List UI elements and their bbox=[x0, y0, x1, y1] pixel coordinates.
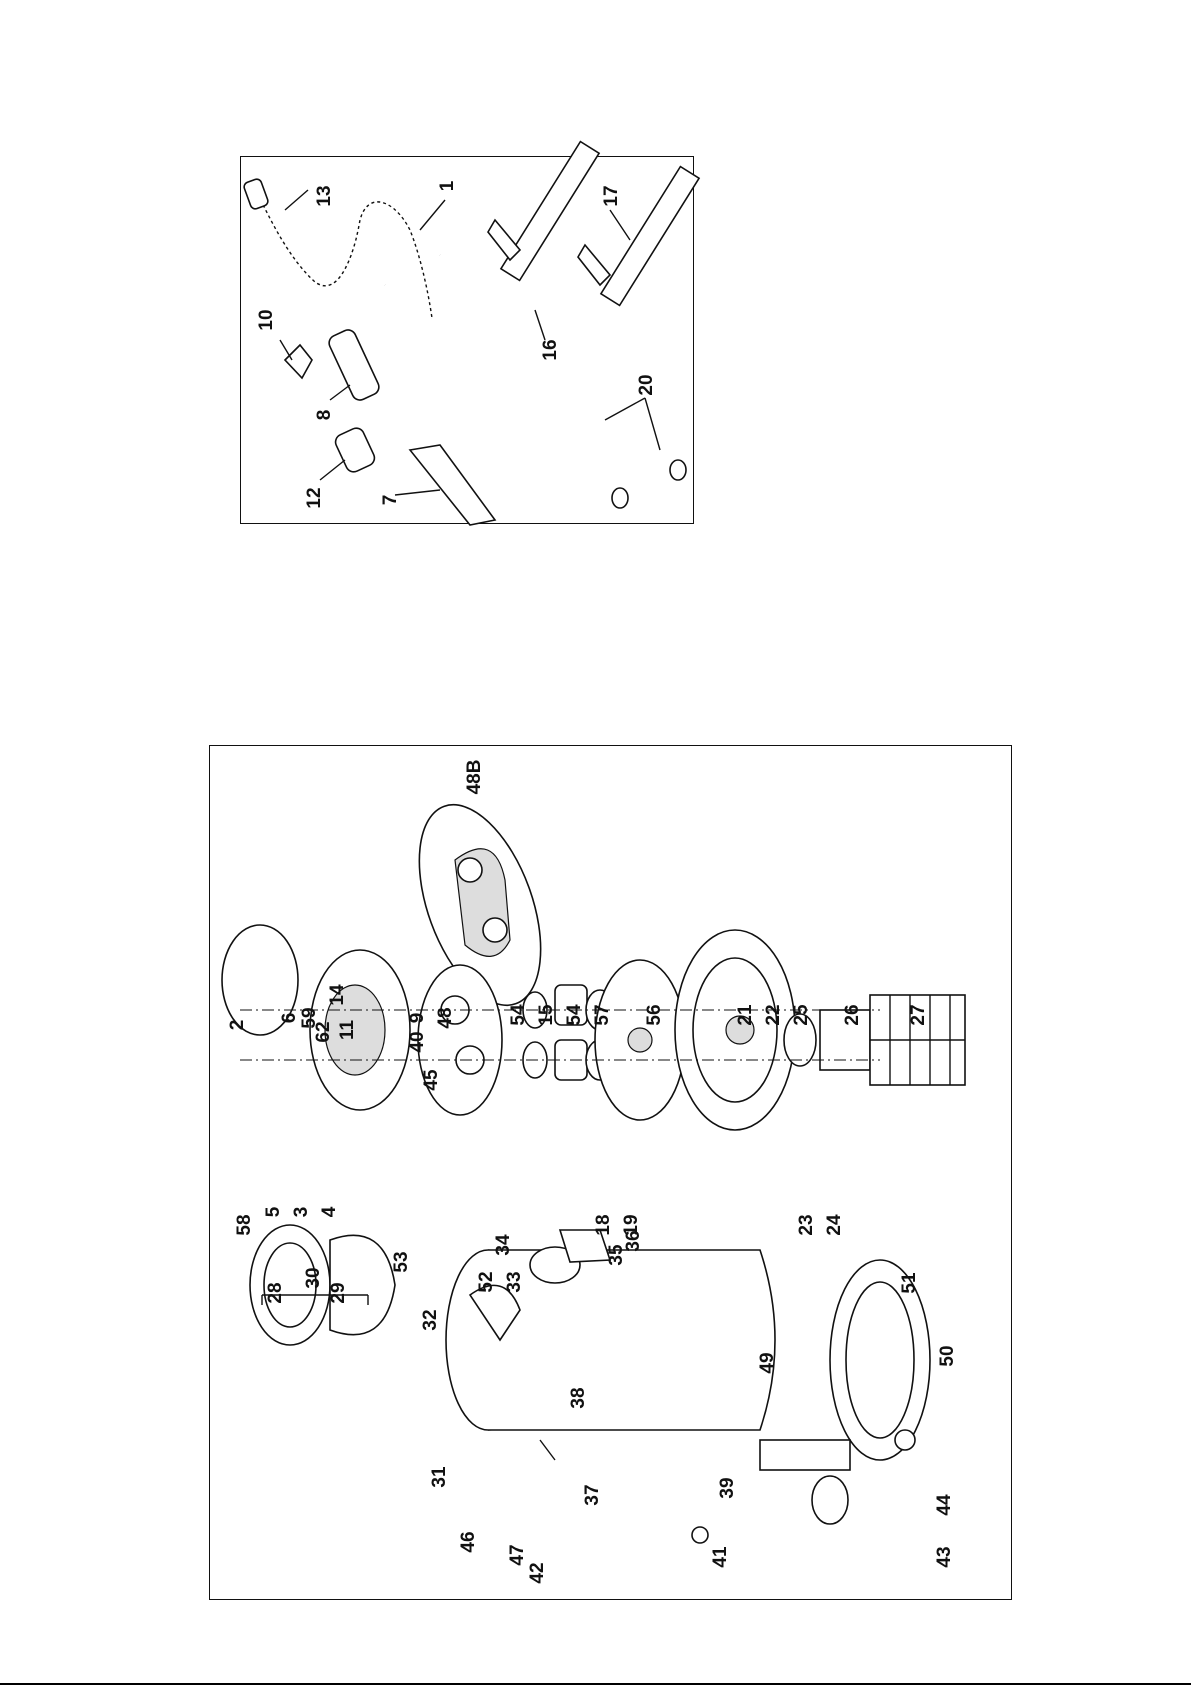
part-label: 26 bbox=[842, 1004, 863, 1025]
part-label: 31 bbox=[429, 1466, 450, 1488]
part-label: 53 bbox=[391, 1251, 412, 1272]
part-label: 62 bbox=[313, 1021, 334, 1042]
part-label: 4 bbox=[319, 1206, 340, 1217]
part-label: 7 bbox=[380, 495, 401, 506]
part-label: 11 bbox=[337, 1020, 358, 1041]
part-label: 22 bbox=[763, 1004, 784, 1025]
part-label: 50 bbox=[937, 1345, 958, 1366]
part-label: 6 bbox=[279, 1013, 300, 1024]
part-label: 20 bbox=[636, 374, 657, 395]
floor-tools-drawing bbox=[488, 142, 699, 306]
hose-drawing bbox=[243, 178, 432, 318]
part-label: 28 bbox=[265, 1282, 286, 1303]
part-label: 47 bbox=[507, 1544, 528, 1565]
part-label: 42 bbox=[527, 1562, 548, 1583]
part-label: 39 bbox=[717, 1477, 738, 1498]
part-label: 54 bbox=[508, 1004, 529, 1026]
part-label: 48 bbox=[435, 1007, 456, 1028]
part-label: 13 bbox=[314, 185, 335, 206]
accessories-labels: 13 1 17 10 16 8 20 12 7 bbox=[256, 180, 657, 508]
part-label: 10 bbox=[256, 309, 277, 330]
part-label: 57 bbox=[592, 1004, 613, 1025]
part-label: 48B bbox=[464, 760, 485, 795]
part-label: 24 bbox=[824, 1214, 845, 1236]
part-label: 1 bbox=[437, 180, 458, 191]
part-label: 38 bbox=[568, 1387, 589, 1408]
part-label: 40 bbox=[407, 1031, 428, 1052]
part-label: 9 bbox=[407, 1013, 428, 1024]
part-label: 12 bbox=[304, 487, 325, 508]
part-label: 33 bbox=[504, 1271, 525, 1292]
part-label: 2 bbox=[227, 1020, 248, 1031]
part-label: 14 bbox=[327, 984, 348, 1006]
part-label: 30 bbox=[303, 1267, 324, 1288]
part-label: 45 bbox=[421, 1069, 442, 1091]
part-label: 58 bbox=[234, 1214, 255, 1235]
part-label: 21 bbox=[735, 1004, 756, 1026]
part-label: 56 bbox=[644, 1004, 665, 1025]
part-label: 32 bbox=[420, 1309, 441, 1330]
part-label: 23 bbox=[796, 1214, 817, 1235]
part-label: 8 bbox=[314, 410, 335, 421]
part-label: 37 bbox=[582, 1484, 603, 1505]
part-label: 3 bbox=[291, 1207, 312, 1218]
part-label: 41 bbox=[710, 1546, 731, 1568]
part-label: 17 bbox=[601, 185, 622, 206]
part-label: 5 bbox=[263, 1206, 284, 1217]
part-label: 15 bbox=[536, 1004, 557, 1026]
fan-stack-drawing bbox=[523, 960, 685, 1120]
part-label: 27 bbox=[908, 1004, 929, 1025]
part-label: 29 bbox=[328, 1282, 349, 1303]
part-label: 43 bbox=[934, 1546, 955, 1567]
part-label: 35 bbox=[606, 1244, 627, 1266]
part-label: 44 bbox=[934, 1494, 955, 1516]
part-label: 52 bbox=[476, 1271, 497, 1292]
part-label: 46 bbox=[458, 1531, 479, 1552]
part-label: 34 bbox=[493, 1234, 514, 1256]
part-label: 49 bbox=[757, 1352, 778, 1373]
part-label: 25 bbox=[791, 1004, 812, 1026]
motor-housing-drawing bbox=[675, 930, 870, 1130]
part-label: 16 bbox=[540, 339, 561, 360]
part-label: 18 bbox=[593, 1214, 614, 1235]
part-label: 54 bbox=[564, 1004, 585, 1026]
part-label: 51 bbox=[899, 1272, 920, 1294]
